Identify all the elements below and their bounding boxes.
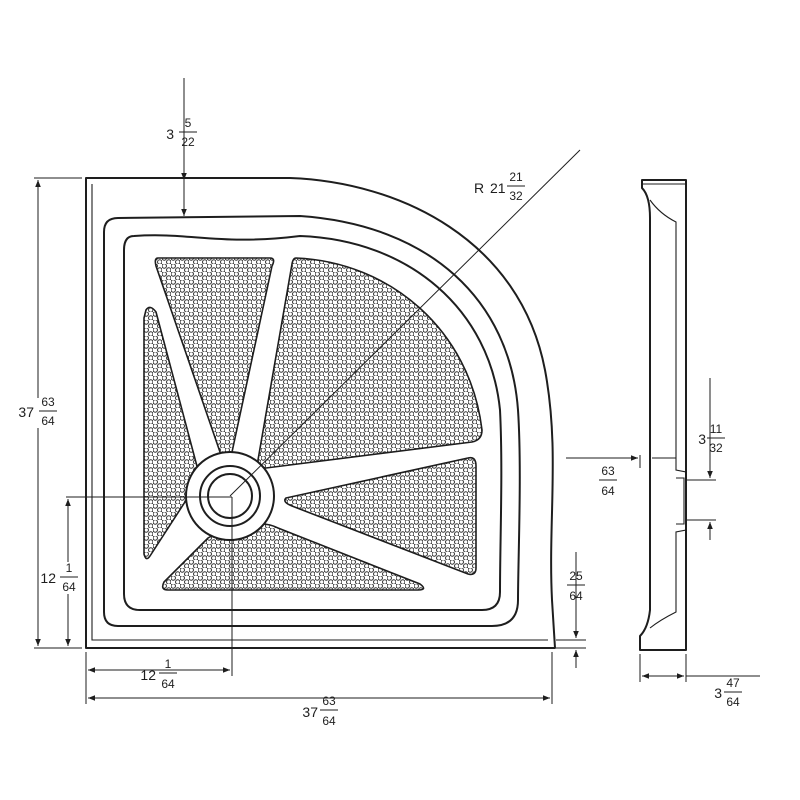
label-overall-height-whole: 37 xyxy=(18,404,34,420)
side-profile-inner xyxy=(649,199,687,629)
side-profile-outer xyxy=(639,179,687,651)
radius-leader-line xyxy=(229,149,581,497)
label-overall-width-whole: 37 xyxy=(302,704,318,720)
label-radius-whole: 21 xyxy=(490,180,506,196)
label-top-margin: 3 5 22 xyxy=(166,116,197,149)
label-curve-inset-num: 25 xyxy=(569,569,583,583)
anti-slip-texture xyxy=(143,257,483,591)
label-drain-offset-y: 12 1 64 xyxy=(40,561,84,594)
label-top-margin-whole: 3 xyxy=(166,126,174,142)
label-side-depth-den: 64 xyxy=(726,695,740,709)
label-drain-offset-x: 12 1 64 xyxy=(140,657,177,691)
label-drain-offset-y-den: 64 xyxy=(62,580,76,594)
label-side-depth-whole: 3 xyxy=(714,685,722,701)
side-drain-outlet xyxy=(676,477,685,525)
tray-basin-outline xyxy=(123,234,503,611)
label-overall-width: 37 63 64 xyxy=(302,694,338,728)
label-side-depth: 3 47 64 xyxy=(714,676,742,709)
label-drain-offset-x-num: 1 xyxy=(165,657,172,671)
label-overall-width-den: 64 xyxy=(322,714,336,728)
label-side-drain-height: 3 11 32 xyxy=(698,422,725,455)
label-radius-prefix: R xyxy=(474,180,484,196)
label-overall-height: 37 63 64 xyxy=(18,395,66,428)
label-top-margin-num: 5 xyxy=(185,116,192,130)
label-curve-inset-den: 64 xyxy=(569,589,583,603)
label-curve-inset: 25 64 xyxy=(567,569,585,603)
texture-pad-upper-right xyxy=(257,257,483,469)
label-drain-offset-x-den: 64 xyxy=(161,677,175,691)
label-side-offset: 63 64 xyxy=(599,464,617,498)
label-drain-offset-y-num: 1 xyxy=(66,561,73,575)
label-radius-den: 32 xyxy=(509,189,523,203)
label-side-drain-height-den: 32 xyxy=(709,441,723,455)
texture-pad-right xyxy=(284,456,477,576)
label-side-drain-height-num: 11 xyxy=(710,422,723,436)
side-view xyxy=(566,179,760,682)
label-side-depth-num: 47 xyxy=(726,676,740,690)
label-side-drain-height-whole: 3 xyxy=(698,431,706,447)
tray-edge-line xyxy=(91,184,548,641)
label-side-offset-num: 63 xyxy=(601,464,615,478)
label-radius: R 21 21 32 xyxy=(474,170,525,203)
dimension-labels: 3 5 22 R 21 21 32 37 63 64 12 1 64 xyxy=(18,116,742,728)
label-overall-height-den: 64 xyxy=(41,414,55,428)
label-side-offset-den: 64 xyxy=(601,484,615,498)
label-radius-num: 21 xyxy=(509,170,523,184)
label-drain-offset-y-whole: 12 xyxy=(40,570,56,586)
tray-rim-outline xyxy=(103,215,521,627)
label-overall-height-num: 63 xyxy=(41,395,55,409)
plan-view xyxy=(66,149,581,676)
label-top-margin-den: 22 xyxy=(181,135,195,149)
label-drain-offset-x-whole: 12 xyxy=(140,667,156,683)
label-overall-width-num: 63 xyxy=(322,694,336,708)
tray-outer-outline xyxy=(85,177,556,649)
